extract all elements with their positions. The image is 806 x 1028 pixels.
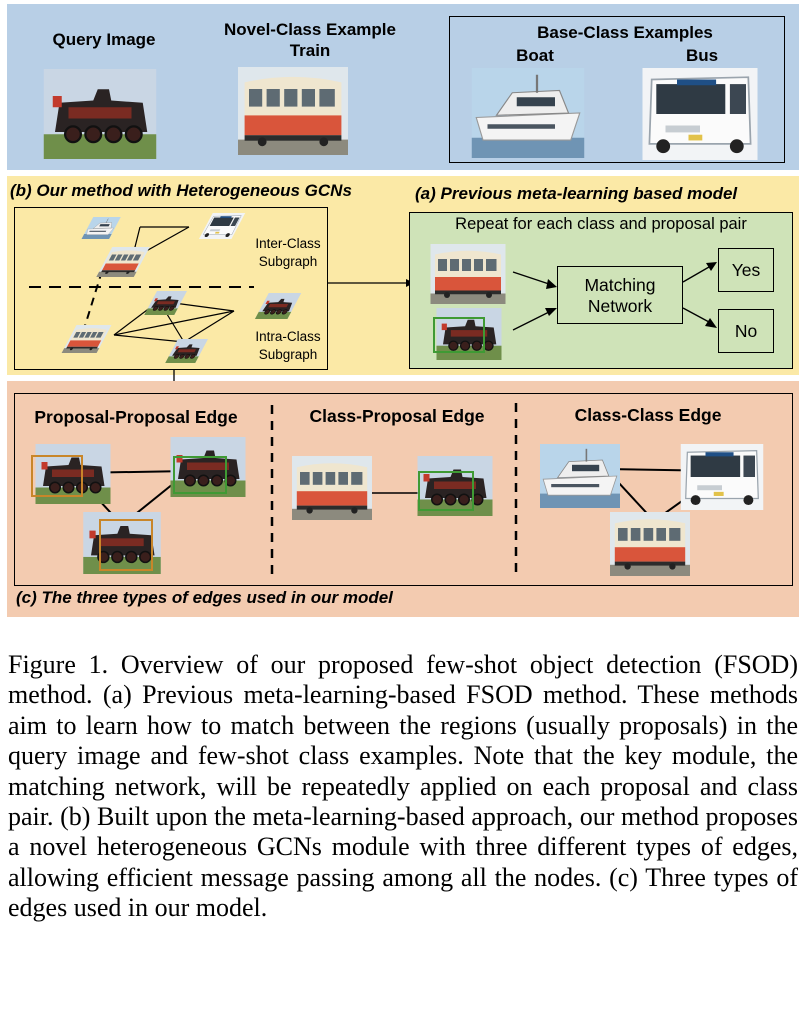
proposal-proposal-label: Proposal-Proposal Edge xyxy=(34,407,238,427)
cp-class-example xyxy=(292,456,372,520)
pp-proposal-2 xyxy=(169,437,247,497)
intra-class-line1: Intra-Class xyxy=(255,329,321,344)
proposal-image xyxy=(433,308,503,360)
intra-class-label: Intra-Class Subgraph xyxy=(238,328,338,364)
cc-boat-example xyxy=(539,444,621,508)
no-label: No xyxy=(734,321,758,341)
skewed-boat-node xyxy=(80,217,122,239)
panel-b-title: (b) Our method with Heterogeneous GCNs xyxy=(10,181,352,200)
matching-network-line1: Matching xyxy=(584,275,656,295)
novel-class-label: Novel-Class Example xyxy=(224,20,396,39)
edge-types-panel xyxy=(7,381,799,617)
panel-c-title: (c) The three types of edges used in our… xyxy=(16,588,393,607)
query-image xyxy=(42,69,158,159)
repeat-label: Repeat for each class and proposal pair xyxy=(455,215,747,233)
skewed-train-node xyxy=(96,247,150,277)
cc-bus-example xyxy=(680,444,764,510)
inter-class-line2: Subgraph xyxy=(258,254,318,269)
intra-class-line2: Subgraph xyxy=(258,347,318,362)
yes-box xyxy=(718,248,774,292)
novel-class-name: Train xyxy=(289,41,331,60)
gcn-box xyxy=(14,207,328,370)
cc-train-example xyxy=(610,512,690,576)
bus-label: Bus xyxy=(685,46,719,65)
skewed-proposal-1 xyxy=(143,291,188,315)
query-image-label: Query Image xyxy=(52,30,156,49)
inter-class-line1: Inter-Class xyxy=(255,236,321,251)
matching-network-line2: Network xyxy=(587,296,653,316)
skewed-proposal-3 xyxy=(164,339,209,363)
pp-proposal-1 xyxy=(31,444,112,504)
inter-class-label: Inter-Class Subgraph xyxy=(238,235,338,271)
skewed-train-node-2 xyxy=(61,325,112,353)
figure-caption: Figure 1. Overview of our proposed few-s… xyxy=(8,650,798,923)
panel-a-title: (a) Previous meta-learning based model xyxy=(415,184,738,203)
boat-image xyxy=(470,68,586,158)
matching-network-box xyxy=(557,266,683,324)
yes-label: Yes xyxy=(731,260,761,280)
cross-dashed-line xyxy=(83,270,103,330)
cp-proposal xyxy=(416,456,494,516)
pp-proposal-3 xyxy=(82,512,162,574)
skewed-proposal-2 xyxy=(254,293,303,319)
class-proposal-label: Class-Proposal Edge xyxy=(309,406,485,426)
edge-types-box xyxy=(14,393,793,586)
class-class-label: Class-Class Edge xyxy=(574,405,722,425)
boat-label: Boat xyxy=(516,46,554,65)
gcn-graph xyxy=(29,213,303,363)
no-box xyxy=(718,309,774,353)
novel-class-image xyxy=(238,67,348,155)
base-class-title: Base-Class Examples xyxy=(537,23,713,42)
arrow-to-panel-a xyxy=(328,279,414,287)
bus-image xyxy=(641,68,759,160)
base-class-box xyxy=(449,16,785,163)
matching-arrows xyxy=(512,262,717,331)
